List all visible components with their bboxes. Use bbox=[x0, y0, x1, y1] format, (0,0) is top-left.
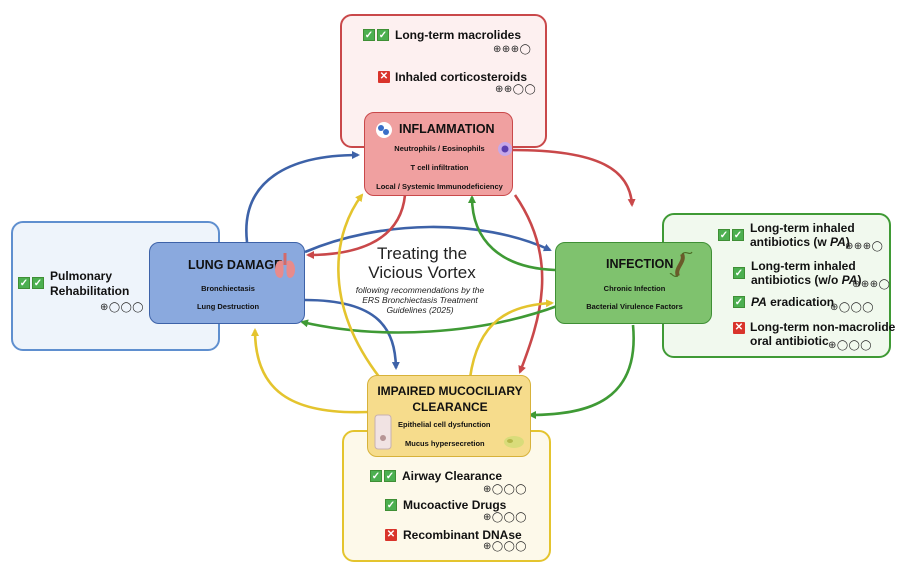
arrow-mucociliary-to-inflammation bbox=[337, 193, 382, 379]
arrow-lung-to-mucociliary bbox=[304, 298, 400, 370]
treatment-inhaled-corticosteroids: ✕ Inhaled corticosteroids bbox=[378, 70, 528, 84]
arrow-lung-to-inflammation bbox=[245, 151, 360, 243]
mucociliary-line: Mucus hypersecretion bbox=[405, 439, 485, 448]
cross-icon: ✕ bbox=[378, 71, 390, 83]
certainty-rating: ⊕⊕⊕◯ bbox=[845, 241, 884, 252]
treatment-pa-eradication: ✓ PA eradication bbox=[733, 295, 835, 309]
check-icon: ✓ bbox=[377, 29, 389, 41]
certainty-rating: ⊕⊕⊕◯ bbox=[493, 44, 532, 55]
certainty-rating: ⊕◯◯◯ bbox=[828, 340, 872, 351]
check-icon: ✓ bbox=[32, 277, 44, 289]
treatment-non-macrolide-antibiotic: ✕ Long-term non-macrolide oral antibioti… bbox=[733, 320, 896, 348]
check-icon: ✓ bbox=[384, 470, 396, 482]
inflammation-line: T cell infiltration bbox=[410, 163, 469, 172]
center-title: Treating the Vicious Vortex bbox=[368, 244, 476, 282]
infection-title: INFECTION bbox=[606, 257, 674, 271]
check-icon: ✓ bbox=[732, 229, 744, 241]
mucociliary-box: IMPAIRED MUCOCILIARY CLEARANCE Epithelia… bbox=[367, 375, 531, 457]
neutrophil-icon bbox=[376, 122, 392, 138]
cross-icon: ✕ bbox=[733, 322, 745, 334]
certainty-rating: ⊕◯◯◯ bbox=[483, 541, 527, 552]
treatment-mucoactive-drugs: ✓ Mucoactive Drugs bbox=[385, 498, 507, 512]
certainty-rating: ⊕⊕⊕◯ bbox=[852, 279, 891, 290]
arrow-inflammation-to-infection bbox=[511, 148, 636, 207]
arrow-infection-to-mucociliary bbox=[528, 324, 635, 419]
lung-damage-box: LUNG DAMAGE Bronchiectasis Lung Destruct… bbox=[149, 242, 305, 324]
arrow-inflammation-to-mucociliary bbox=[513, 194, 544, 374]
bacteria-icon bbox=[669, 251, 693, 278]
check-icon: ✓ bbox=[18, 277, 30, 289]
eosinophil-icon bbox=[498, 142, 512, 156]
infection-box: INFECTION Chronic Infection Bacterial Vi… bbox=[555, 242, 712, 324]
mucociliary-line: Epithelial cell dysfunction bbox=[398, 420, 491, 429]
mucociliary-title: CLEARANCE bbox=[412, 400, 488, 414]
arrow-mucociliary-to-lung bbox=[251, 328, 369, 414]
epithelial-cell-icon bbox=[374, 414, 392, 450]
lungs-icon bbox=[274, 253, 296, 278]
arrow-infection-to-inflammation bbox=[468, 195, 556, 272]
certainty-rating: ⊕⊕◯◯ bbox=[495, 84, 537, 95]
inflammation-title: INFLAMMATION bbox=[399, 122, 495, 136]
cross-icon: ✕ bbox=[385, 529, 397, 541]
check-icon: ✓ bbox=[363, 29, 375, 41]
certainty-rating: ⊕◯◯◯ bbox=[830, 302, 874, 313]
infection-line: Bacterial Virulence Factors bbox=[586, 302, 683, 311]
center-subtitle: following recommendations by the ERS Bro… bbox=[355, 285, 485, 315]
check-icon: ✓ bbox=[385, 499, 397, 511]
treatment-pulmonary-rehabilitation: ✓ ✓ Pulmonary Rehabilitation bbox=[18, 269, 130, 298]
treatment-recombinant-dnase: ✕ Recombinant DNAse bbox=[385, 528, 522, 542]
treatment-inhaled-antibiotics-pa: ✓ ✓ Long-term inhaled antibiotics (w PA) bbox=[718, 221, 855, 249]
certainty-rating: ⊕◯◯◯ bbox=[483, 512, 527, 523]
infection-line: Chronic Infection bbox=[603, 284, 666, 293]
lung-damage-line: Lung Destruction bbox=[196, 302, 260, 311]
mucociliary-title: IMPAIRED MUCOCILIARY bbox=[377, 384, 523, 398]
treatment-long-term-macrolides: ✓ ✓ Long-term macrolides bbox=[363, 28, 522, 42]
check-icon: ✓ bbox=[733, 296, 745, 308]
inflammation-line: Local / Systemic Immunodeficiency bbox=[376, 182, 503, 191]
arrow-infection-to-lung bbox=[300, 303, 561, 334]
inflammation-line: Neutrophils / Eosinophils bbox=[394, 144, 485, 153]
arrow-inflammation-to-lung bbox=[306, 194, 407, 259]
lung-damage-title: LUNG DAMAGE bbox=[188, 258, 283, 272]
treatment-inhaled-antibiotics-no-pa: ✓ Long-term inhaled antibiotics (w/o PA) bbox=[733, 259, 862, 287]
certainty-rating: ⊕◯◯◯ bbox=[483, 484, 527, 495]
arrow-mucociliary-to-infection bbox=[468, 299, 554, 379]
treatment-airway-clearance: ✓ ✓ Airway Clearance bbox=[370, 469, 503, 483]
inflammation-box: INFLAMMATION Neutrophils / Eosinophils T… bbox=[364, 112, 513, 196]
lung-damage-line: Bronchiectasis bbox=[201, 284, 255, 293]
arrow-lung-to-infection bbox=[304, 225, 552, 254]
check-icon: ✓ bbox=[733, 267, 745, 279]
mucus-icon bbox=[504, 436, 524, 448]
check-icon: ✓ bbox=[718, 229, 730, 241]
certainty-rating: ⊕◯◯◯ bbox=[100, 302, 144, 313]
check-icon: ✓ bbox=[370, 470, 382, 482]
